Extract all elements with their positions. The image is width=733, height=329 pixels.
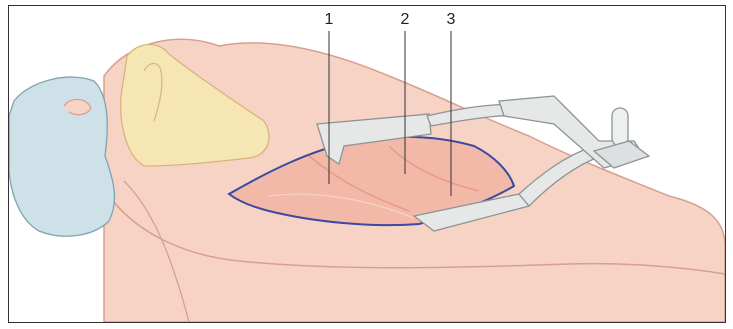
hair-cap bbox=[9, 77, 115, 236]
retractor-knob bbox=[612, 108, 628, 146]
surgical-illustration: 1 2 3 bbox=[9, 6, 725, 322]
callout-label-3: 3 bbox=[447, 11, 456, 28]
callout-label-1: 1 bbox=[325, 11, 334, 28]
illustration-frame: 1 2 3 bbox=[8, 5, 726, 323]
callout-label-2: 2 bbox=[401, 11, 410, 28]
